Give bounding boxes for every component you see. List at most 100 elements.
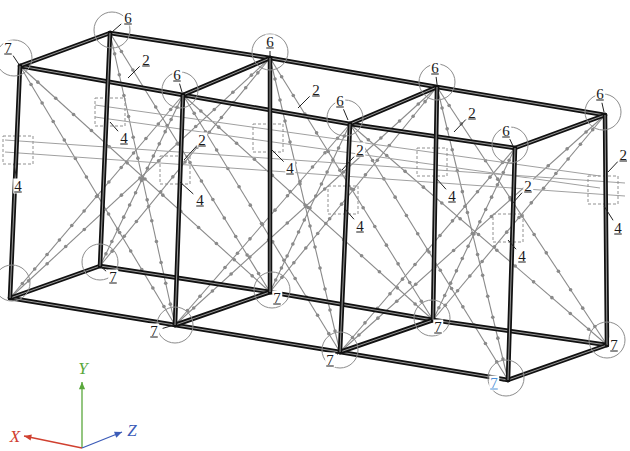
cable-line (100, 95, 183, 266)
cable-node (253, 157, 257, 161)
cable-node (211, 289, 215, 293)
cable-node (248, 237, 252, 241)
cable-node (565, 147, 569, 151)
cable-node (587, 327, 591, 331)
callout-number: 7 (272, 291, 282, 306)
cable-node (194, 125, 198, 129)
frame-beam (100, 33, 110, 266)
leader-line (270, 51, 271, 56)
frame-beam-edge (437, 87, 605, 115)
frame-beam (183, 58, 270, 95)
cable-node (455, 269, 459, 273)
cable-node (163, 130, 167, 134)
cable-node (513, 264, 517, 268)
cable-node (416, 232, 420, 236)
cable-node (159, 261, 163, 265)
cable-node (104, 252, 108, 256)
cable-node (408, 281, 412, 285)
leader-line (605, 345, 607, 346)
cable-node (36, 80, 40, 84)
cable-node (288, 190, 292, 194)
axis-line (82, 432, 122, 448)
cable-node (217, 125, 221, 129)
cable-node (450, 287, 454, 291)
cable-node (235, 141, 239, 145)
cable-node (131, 135, 135, 139)
axis-head (114, 432, 122, 438)
cable-node (477, 233, 481, 237)
callout-number: 4 (119, 131, 129, 146)
cable-node (395, 286, 399, 290)
cable-node (155, 240, 159, 244)
joint-circle (0, 265, 30, 301)
joint-circle (488, 360, 524, 396)
cable-node (291, 94, 295, 98)
leader-line (344, 208, 354, 219)
cable-node (340, 202, 344, 206)
callout-number: 4 (517, 249, 527, 264)
callout-number: 7 (489, 376, 499, 391)
leader-line (13, 55, 20, 66)
cable-node (373, 225, 377, 229)
cable-node (183, 160, 187, 164)
frame-beam-edge (270, 292, 433, 320)
cable-line (175, 124, 350, 325)
cable-node (331, 158, 335, 162)
cable-node (324, 222, 328, 226)
callout-number: 2 (311, 83, 321, 98)
cable-node (154, 105, 158, 109)
frame-beam-edge (340, 352, 508, 380)
cable-node (440, 201, 444, 205)
cable-node (376, 316, 380, 320)
cable-node (466, 211, 470, 215)
cable-node (250, 274, 254, 278)
cable-node (200, 179, 204, 183)
cable-line (270, 87, 437, 292)
cable-line (270, 124, 350, 292)
leader-line (184, 147, 196, 160)
cable-node (21, 282, 25, 286)
callout-number: 4 (613, 221, 623, 236)
axis-line (81, 382, 82, 448)
cable-node (414, 282, 418, 286)
cable-node (145, 198, 149, 202)
cable-line (433, 148, 515, 320)
frame-beam (20, 66, 183, 95)
cable-node (302, 218, 306, 222)
cable-node (122, 94, 126, 98)
cable-node (282, 258, 286, 262)
frame-beam (175, 95, 183, 325)
cable-node (323, 187, 327, 191)
cable-node (54, 96, 58, 100)
frame-beam (515, 115, 605, 148)
cable-line (340, 148, 515, 352)
cable-node (308, 224, 312, 228)
cable-node (314, 194, 318, 198)
cable-node (234, 235, 238, 239)
frame-beam-edge (20, 33, 110, 66)
cable-node (546, 164, 550, 168)
cable-node (458, 217, 462, 221)
frame (10, 33, 607, 380)
joint-circle (0, 40, 32, 76)
cable-node (273, 77, 277, 81)
frame-beam-edge (175, 325, 340, 352)
damper-box (493, 214, 523, 242)
cable-node (447, 104, 451, 108)
joint-circle (252, 34, 288, 70)
frame-beam-edge (508, 148, 515, 380)
cable-line (10, 58, 270, 298)
cable-node (478, 220, 482, 224)
cable-node (297, 230, 301, 234)
cable-node (542, 186, 546, 190)
cable-node (422, 185, 426, 189)
cable-node (476, 190, 480, 194)
cable-node (62, 138, 66, 142)
cable-node (197, 226, 201, 230)
cable-node (395, 299, 399, 303)
cable-node (403, 170, 407, 174)
leader-line (100, 266, 106, 271)
frame-beam-edge (433, 320, 607, 345)
cable-node (550, 296, 554, 300)
cable-node (211, 198, 215, 202)
